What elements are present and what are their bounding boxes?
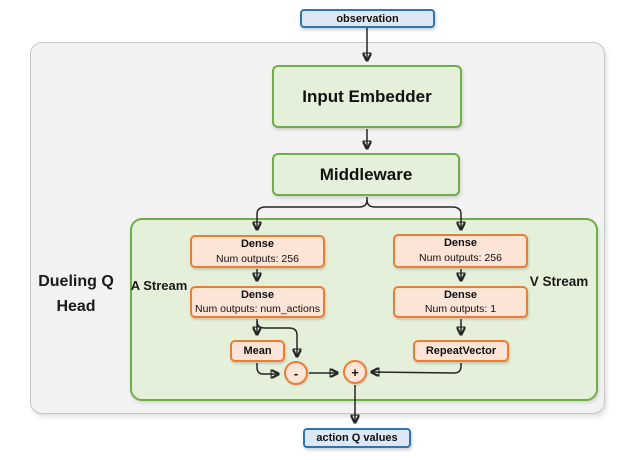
dense-num-outputs: Num outputs: 1 xyxy=(424,303,497,316)
a-stream-label: A Stream xyxy=(130,278,188,293)
a-stream-dense-1-node: Dense Num outputs: 256 xyxy=(190,235,325,268)
dense-title: Dense xyxy=(443,288,478,301)
subtract-operator-node: - xyxy=(284,361,308,385)
a-stream-dense-2-node: Dense Num outputs: num_actions xyxy=(190,286,325,318)
dense-title: Dense xyxy=(240,238,275,250)
dense-title: Dense xyxy=(443,237,478,250)
observation-node: observation xyxy=(300,9,435,28)
v-stream-label: V Stream xyxy=(529,274,589,289)
repeat-vector-node: RepeatVector xyxy=(413,340,509,362)
dense-num-outputs: Num outputs: 256 xyxy=(216,252,299,265)
v-stream-dense-1-node: Dense Num outputs: 256 xyxy=(393,234,528,268)
mean-node: Mean xyxy=(230,340,285,362)
dueling-q-head-label: Dueling Q Head xyxy=(38,273,114,315)
input-embedder-node: Input Embedder xyxy=(272,65,462,128)
add-operator-node: + xyxy=(343,360,367,384)
dense-num-outputs: Num outputs: num_actions xyxy=(195,303,320,316)
v-stream-dense-2-node: Dense Num outputs: 1 xyxy=(393,286,528,318)
dense-num-outputs: Num outputs: 256 xyxy=(419,252,502,265)
middleware-node: Middleware xyxy=(272,153,460,196)
dense-title: Dense xyxy=(240,288,275,301)
action-q-values-node: action Q values xyxy=(303,428,411,448)
